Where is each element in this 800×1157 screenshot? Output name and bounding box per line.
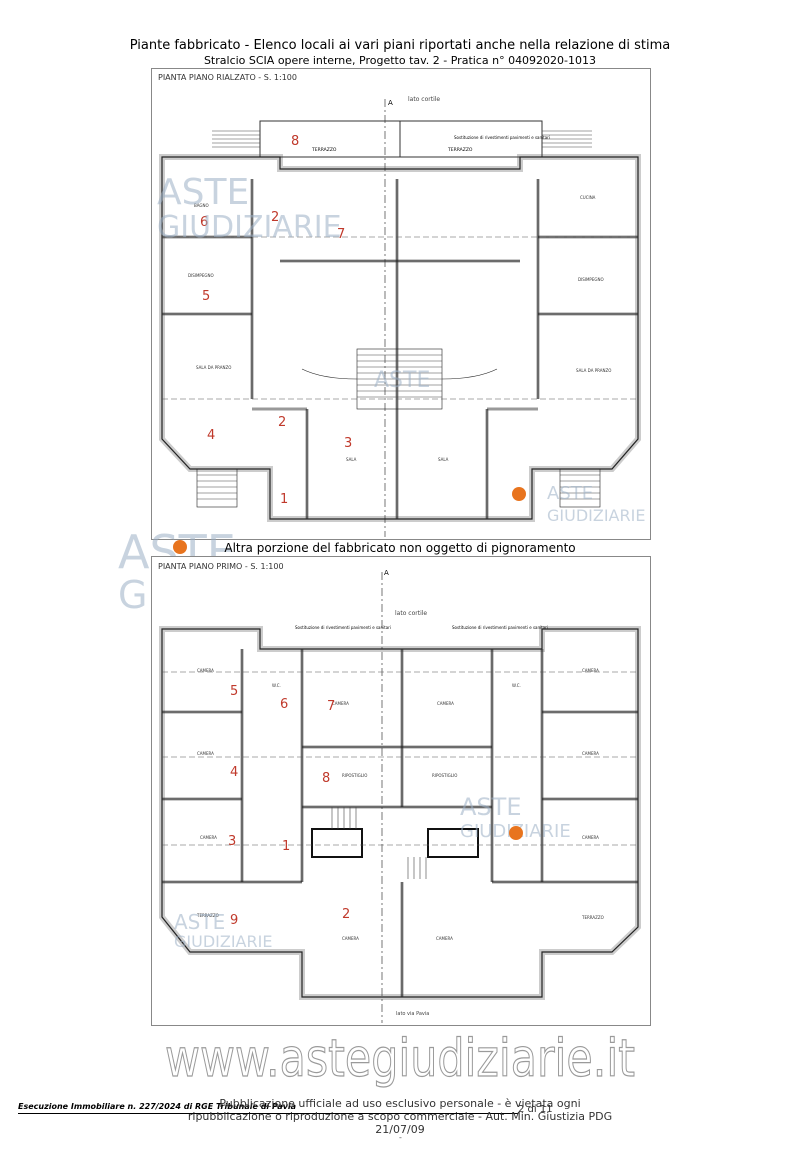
section-mark: A <box>384 569 389 577</box>
floor-plan-ground: PIANTA PIANO RIALZATO - S. 1:100 A lato … <box>151 68 651 540</box>
excluded-portion-caption: Altra porzione del fabbricato non oggett… <box>224 541 576 555</box>
room-label: SALA <box>438 457 449 462</box>
room-number: 3 <box>344 436 352 451</box>
room-label: W.C. <box>512 683 521 688</box>
watermark-brand: GIUDIZIARIE <box>174 932 272 951</box>
room-label: RIPOSTIGLIO <box>342 773 367 778</box>
floor-plan-first-drawing: A lato cortile Sostituzione di rivestime… <box>159 569 641 1023</box>
room-number: 2 <box>342 907 350 922</box>
room-number: 8 <box>291 134 299 149</box>
terrace-left-label: TERRAZZO <box>311 147 337 153</box>
marker-dot <box>512 487 526 501</box>
room-label: CUCINA <box>580 195 596 200</box>
watermark-brand: ASTE <box>374 368 430 393</box>
works-note-left: Sostituzione di rivestimenti pavimenti e… <box>295 625 391 630</box>
room-label: TERRAZZO <box>581 915 604 920</box>
page-subtitle: Stralcio SCIA opere interne, Progetto ta… <box>203 54 597 67</box>
room-number: 8 <box>322 771 330 786</box>
watermark-brand: GIUDIZIARIE <box>547 506 645 525</box>
room-label: CAMERA <box>437 701 454 706</box>
footer-rule <box>18 1113 518 1114</box>
room-label: RIPOSTIGLIO <box>432 773 457 778</box>
floor-plan-ground-drawing: A lato cortile TERRAZZO TERRAZZO Sostitu… <box>157 96 645 537</box>
room-label: SALA DA PRANZO <box>576 368 611 373</box>
works-note: Sostituzione di rivestimenti pavimenti e… <box>454 135 550 140</box>
room-number: 5 <box>230 684 238 699</box>
room-label: CAMERA <box>200 835 217 840</box>
watermark-brand: ASTE <box>157 172 249 213</box>
room-label: CAMERA <box>436 936 453 941</box>
room-number: 2 <box>278 415 286 430</box>
court-label: lato cortile <box>395 610 427 617</box>
footer-dot: - <box>399 1133 402 1142</box>
footer-notice: Pubblicazione ufficiale ad uso esclusivo… <box>170 1097 630 1136</box>
works-note-right: Sostituzione di rivestimenti pavimenti e… <box>452 625 548 630</box>
room-label: TERRAZZO <box>196 913 219 918</box>
room-number: 6 <box>200 215 208 230</box>
room-number: 3 <box>228 834 236 849</box>
court-label: lato cortile <box>408 96 440 103</box>
room-number: 1 <box>280 492 288 507</box>
room-label: DISIMPEGNO <box>188 273 214 278</box>
room-number: 7 <box>337 227 345 242</box>
section-mark: A <box>388 99 393 107</box>
page-number: 2 di 11 <box>518 1104 553 1115</box>
watermark-brand: GIUDIZIARIE <box>157 210 342 245</box>
marker-dot <box>173 540 187 554</box>
plan-title: PIANTA PIANO RIALZATO - S. 1:100 <box>158 73 297 82</box>
room-number: 5 <box>202 289 210 304</box>
room-label: BAGNO <box>194 203 209 208</box>
room-number: 7 <box>327 699 335 714</box>
room-number: 2 <box>271 210 279 225</box>
room-label: CAMERA <box>582 668 599 673</box>
room-label: SALA DA PRANZO <box>196 365 231 370</box>
room-label: CAMERA <box>197 668 214 673</box>
street-label: lato via Pavia <box>396 1011 429 1017</box>
terrace-right-label: TERRAZZO <box>447 147 473 153</box>
watermark-brand: ASTE <box>460 793 521 821</box>
page-title: Piante fabbricato - Elenco locali ai var… <box>129 38 671 53</box>
watermark-brand: ASTE <box>174 910 225 934</box>
room-label: CAMERA <box>332 701 349 706</box>
plan-title: PIANTA PIANO PRIMO - S. 1:100 <box>158 562 284 571</box>
room-label: CAMERA <box>582 751 599 756</box>
room-label: CAMERA <box>342 936 359 941</box>
room-label: W.C. <box>272 683 281 688</box>
room-label: SALA <box>346 457 357 462</box>
room-number: 9 <box>230 913 238 928</box>
room-number: 1 <box>282 839 290 854</box>
room-number: 4 <box>230 765 238 780</box>
watermark-url: www.astegiudiziarie.it <box>164 1028 635 1088</box>
marker-dot <box>509 826 523 840</box>
room-label: CAMERA <box>197 751 214 756</box>
room-number: 4 <box>207 428 215 443</box>
watermark-brand: ASTE <box>547 483 593 504</box>
room-label: CAMERA <box>582 835 599 840</box>
room-label: DISIMPEGNO <box>578 277 604 282</box>
footer-notice-line2: ripubblicazione o riproduzione a scopo c… <box>187 1110 613 1136</box>
room-number: 6 <box>280 697 288 712</box>
watermark-url-text: www.astegiudiziarie.it <box>165 1029 635 1088</box>
footer-case-reference: Esecuzione Immobiliare n. 227/2024 di RG… <box>18 1102 297 1111</box>
floor-plan-first: PIANTA PIANO PRIMO - S. 1:100 A lato cor… <box>151 556 651 1026</box>
footer-notice-line1: Pubblicazione ufficiale ad uso esclusivo… <box>219 1097 581 1110</box>
